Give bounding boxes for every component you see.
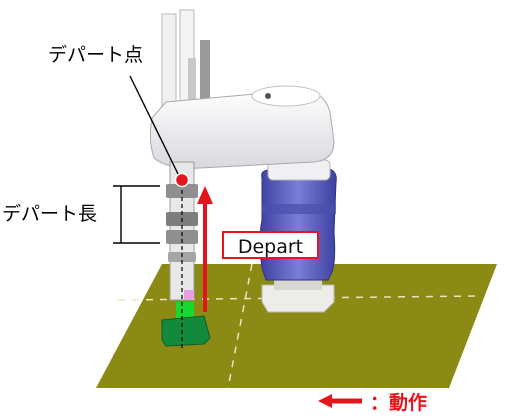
depart-point-leader xyxy=(129,75,181,179)
workpiece-block xyxy=(161,315,211,347)
floor-plane xyxy=(96,264,497,388)
shaft-rod xyxy=(188,58,196,118)
depart-point-label: デパート点 xyxy=(48,44,144,66)
tool-tip xyxy=(184,290,194,300)
depart-point-marker xyxy=(174,172,190,188)
robot-motor-band xyxy=(262,204,336,214)
legend-label: ：動作 xyxy=(370,391,428,414)
shaft-rod xyxy=(200,40,210,126)
arm-screw xyxy=(265,93,271,99)
robot-arm-cap xyxy=(251,85,321,107)
depart-label-box: Depart xyxy=(222,231,319,259)
legend-arrow-icon xyxy=(318,394,362,408)
workpiece-part xyxy=(176,302,194,320)
robot-base xyxy=(261,284,335,313)
legend: ：動作 xyxy=(318,387,427,415)
depart-motion-arrowhead xyxy=(197,186,213,204)
depart-length-label: デパート長 xyxy=(2,203,98,225)
tool-collar xyxy=(166,230,198,244)
robot-motor xyxy=(259,167,337,281)
robot-base-foot xyxy=(274,280,322,290)
robot-arm xyxy=(149,89,335,169)
